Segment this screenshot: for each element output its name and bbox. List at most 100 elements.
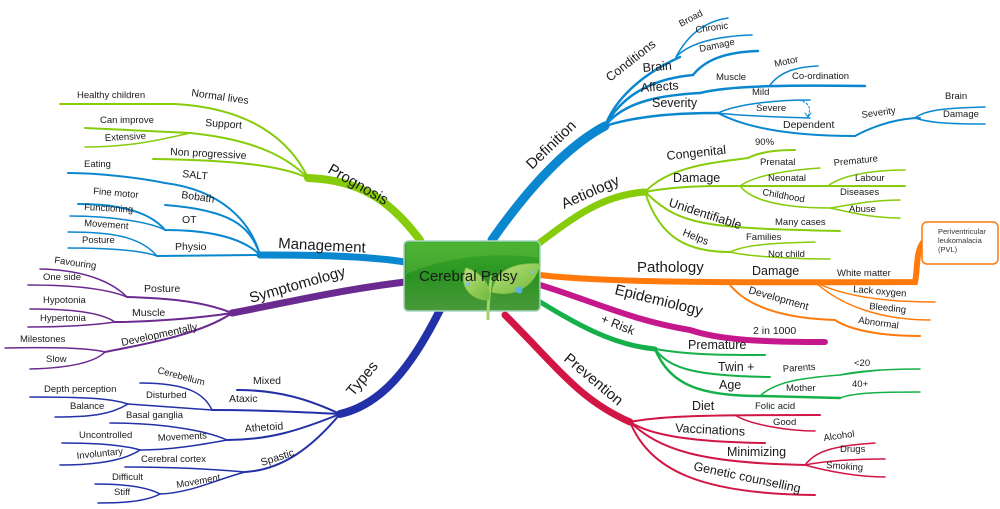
connector-nonprog	[152, 158, 309, 179]
connector-twin	[654, 348, 771, 378]
connector-families	[729, 241, 816, 253]
label-coordination: Co-ordination	[792, 71, 849, 82]
label-severe: Severe	[756, 103, 786, 114]
label-families: Families	[746, 232, 782, 243]
connector-bleeding	[814, 281, 931, 321]
label-twin: Twin +	[718, 360, 754, 374]
label-premature-r: Premature	[688, 338, 746, 352]
arrowhead	[804, 112, 812, 118]
label-uncontrolled: Uncontrolled	[79, 430, 132, 441]
connector-muscle	[114, 312, 233, 323]
label-difficult: Difficult	[112, 472, 143, 483]
branch-prognosis	[59, 103, 424, 244]
label-prenatal: Prenatal	[760, 157, 795, 168]
connector-epidemiology	[537, 282, 828, 345]
connector-spastic	[244, 413, 341, 473]
label-whitematter: White matter	[837, 268, 891, 279]
connector-physio	[156, 254, 261, 257]
connector-minimizing	[629, 421, 806, 466]
connector-slow	[29, 351, 106, 370]
connector-vaccinations	[629, 421, 766, 444]
connector-basal	[109, 422, 228, 441]
label-mixed: Mixed	[253, 375, 281, 387]
label-movement-m: Movement	[84, 218, 129, 232]
label-basal: Basal ganglia	[126, 410, 184, 421]
label-chronic: Chronic	[695, 20, 729, 35]
label-labour: Labour	[855, 173, 885, 184]
label-under20: <20	[854, 358, 870, 369]
label-90pct: 90%	[755, 137, 775, 148]
label-congenital: Congenital	[666, 143, 727, 163]
connector-prevention	[501, 311, 634, 426]
label-damage2: Damage	[943, 109, 979, 120]
label-nonprog: Non progressive	[170, 146, 247, 162]
connector-pathology	[537, 237, 928, 286]
connector-brain2	[914, 106, 986, 119]
label-abuse: Abuse	[849, 204, 876, 215]
connector-motor	[769, 65, 819, 86]
label-hypotonia: Hypotonia	[43, 295, 86, 306]
connector-over40	[839, 391, 921, 399]
central-highlight	[406, 243, 538, 274]
label-brain: Brain	[642, 58, 672, 74]
label-lackoxygen: Lack oxygen	[853, 284, 907, 300]
connector-management	[256, 251, 409, 266]
label-alcohol: Alcohol	[823, 429, 855, 444]
label-damage-p: Damage	[752, 264, 799, 278]
connector-symptomology	[228, 278, 409, 317]
connector-normallives	[59, 103, 309, 179]
connector-support	[84, 127, 309, 179]
label-affects: Affects	[640, 78, 679, 95]
label-balance: Balance	[70, 401, 104, 412]
connector-prenatal	[739, 167, 821, 187]
label-good: Good	[773, 417, 796, 428]
label-development: Development	[747, 284, 810, 313]
connector-abuse	[829, 207, 901, 219]
label-disturbed: Disturbed	[146, 390, 187, 401]
central-title: Cerebral Palsy	[419, 268, 518, 285]
label-severity: Severity	[652, 96, 698, 110]
central-node[interactable]: Cerebral Palsy	[403, 240, 541, 321]
connector-movements	[139, 439, 228, 451]
connector-difficult	[94, 483, 161, 495]
label-support: Support	[205, 117, 243, 132]
label-healthychildren: Healthy children	[77, 90, 145, 101]
label-unidentifiable: Unidentifiable	[667, 196, 743, 233]
label-vaccinations: Vaccinations	[675, 421, 746, 439]
connector-oneside	[27, 284, 128, 298]
connector-athetoid	[226, 413, 341, 441]
label-movement-t: Movement	[176, 472, 222, 491]
connector-hypotonia	[29, 308, 116, 323]
connector-damage2	[914, 117, 986, 125]
connector-developmentally	[104, 312, 233, 353]
label-stiff: Stiff	[114, 487, 131, 498]
connector-lackoxygen	[814, 281, 936, 303]
label-involuntary: Involuntary	[76, 446, 124, 462]
label-cerebellum: Cerebellum	[156, 365, 206, 388]
label-posture-m: Posture	[82, 235, 115, 246]
connector-congenital	[644, 149, 796, 193]
label-slow: Slow	[46, 354, 67, 365]
label-movements: Movements	[158, 430, 208, 444]
connector-hypertonia	[27, 321, 116, 328]
label-mother: Mother	[786, 383, 816, 394]
label-mild: Mild	[752, 87, 769, 98]
branch-aetiology	[526, 149, 906, 260]
label-ot: OT	[182, 214, 197, 226]
label-diseases: Diseases	[840, 187, 879, 198]
connector-favouring	[39, 268, 128, 298]
leaf-icon	[463, 263, 541, 321]
label-athetoid: Athetoid	[244, 420, 283, 435]
connector-salt	[67, 172, 261, 256]
connector-notchild	[729, 251, 831, 260]
connector-uncontrolled	[61, 442, 141, 451]
label-hypertonia: Hypertonia	[40, 313, 87, 324]
connector-disturbed	[127, 403, 213, 411]
connector-damage	[644, 184, 906, 193]
connector-age	[653, 347, 842, 400]
connector-under20	[839, 368, 921, 376]
label-smoking: Smoking	[826, 460, 864, 474]
connector-severity	[603, 111, 720, 128]
label-damage-a: Damage	[673, 171, 720, 185]
connector-smoking	[804, 464, 886, 478]
